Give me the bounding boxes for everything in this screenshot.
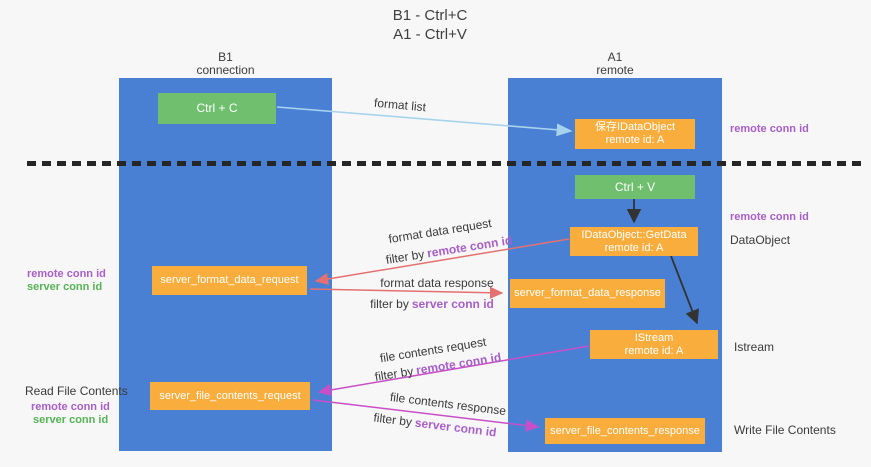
remote-conn-id-top-right: remote conn id (730, 123, 809, 135)
lane-b1-subtitle: connection (196, 63, 255, 77)
getdata-line2: remote id: A (604, 241, 664, 254)
server-file-contents-response-label: server_file_contents_response (550, 424, 700, 437)
lane-b1-name: B1 (218, 50, 233, 64)
left-server-conn-id: server conn id (27, 281, 103, 293)
server-file-contents-request-label: server_file_contents_request (159, 389, 301, 402)
remote-conn-id-mid-right: remote conn id (730, 211, 809, 223)
write-file-contents-label: Write File Contents (734, 423, 836, 437)
read-server-conn-id: server conn id (33, 414, 109, 426)
istream-line1: IStream (634, 331, 674, 344)
ctrl-c-label: Ctrl + C (196, 101, 238, 115)
node-ctrl-v: Ctrl + V (575, 175, 695, 199)
lane-header-a1: A1 remote (508, 51, 722, 77)
node-ctrl-c: Ctrl + C (158, 93, 276, 124)
format-data-response-label: format data response (380, 276, 494, 290)
dashed-separator (27, 161, 861, 166)
title-line-1: B1 - Ctrl+C (392, 7, 468, 24)
node-server-file-contents-request: server_file_contents_request (150, 382, 310, 410)
node-idataobject-getdata: IDataObject::GetData remote id: A (570, 227, 698, 256)
format-list-label: format list (373, 95, 427, 115)
save-idataobject-line2: remote id: A (605, 134, 665, 146)
server-format-data-request-label: server_format_data_request (160, 274, 299, 286)
server-conn-id-filter-4: server conn id (414, 415, 498, 440)
save-idataobject-line1: 保存IDataObject (594, 121, 676, 133)
filter-by-text-3: filter by (373, 364, 415, 384)
node-server-format-data-request: server_format_data_request (152, 266, 307, 295)
lane-a1-subtitle: remote (596, 63, 634, 77)
server-conn-id-filter-2: server conn id (411, 297, 494, 311)
lane-a1-name: A1 (607, 50, 623, 64)
lane-header-b1: B1 connection (119, 51, 332, 77)
diagram-title: B1 - Ctrl+C A1 - Ctrl+V (0, 6, 860, 44)
read-remote-conn-id: remote conn id (31, 401, 110, 413)
ctrl-v-label: Ctrl + V (614, 179, 656, 194)
filter-by-text-1: filter by (384, 247, 426, 267)
read-file-contents-label: Read File Contents (25, 384, 128, 398)
node-istream: IStream remote id: A (590, 330, 718, 359)
istream-side-label: Istream (734, 340, 775, 354)
dataobject-label: DataObject (730, 233, 791, 247)
filter-by-text-2: filter by (370, 297, 409, 311)
filter-by-text-4: filter by (372, 410, 413, 430)
node-server-file-contents-response: server_file_contents_response (545, 418, 705, 444)
node-save-idataobject: 保存IDataObject remote id: A (575, 119, 695, 149)
server-format-data-response-label: server_format_data_response (514, 287, 661, 299)
istream-line2: remote id: A (624, 344, 684, 357)
title-line-2: A1 - Ctrl+V (393, 26, 467, 43)
left-remote-conn-id: remote conn id (27, 268, 106, 280)
node-server-format-data-response: server_format_data_response (510, 279, 665, 308)
getdata-line1: IDataObject::GetData (581, 228, 687, 241)
